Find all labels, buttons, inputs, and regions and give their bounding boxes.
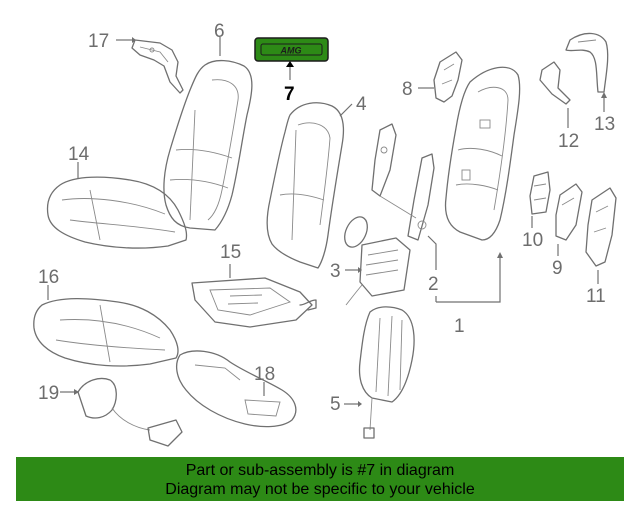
callout-11[interactable]: 11 xyxy=(586,286,606,307)
callout-1[interactable]: 1 xyxy=(454,316,465,337)
part-11-side-panel[interactable] xyxy=(585,187,617,267)
callout-14[interactable]: 14 xyxy=(68,144,90,165)
callout-8[interactable]: 8 xyxy=(402,79,413,100)
part-18-seat-frame-lower[interactable] xyxy=(175,350,297,428)
callout-2[interactable]: 2 xyxy=(428,274,439,295)
part-19-side-trim[interactable] xyxy=(77,377,183,447)
callout-18[interactable]: 18 xyxy=(254,364,275,385)
callout-10[interactable]: 10 xyxy=(522,230,543,251)
part-16-seat-cushion-foam[interactable] xyxy=(33,297,179,367)
part-8-side-bolster[interactable] xyxy=(433,51,463,103)
amg-logo-text: AMG xyxy=(280,46,302,56)
part-4-backrest-panel[interactable] xyxy=(266,102,345,269)
banner-line-1: Part or sub-assembly is #7 in diagram xyxy=(185,462,455,479)
info-banner: Part or sub-assembly is #7 in diagram Di… xyxy=(16,457,624,501)
part-9-switch-cover[interactable] xyxy=(555,183,583,241)
leader-1 xyxy=(436,256,501,303)
part-5-backrest-rear-panel[interactable] xyxy=(358,306,415,439)
leader-arrow-19 xyxy=(74,389,79,395)
leader-arrow-3 xyxy=(358,267,362,273)
part-10-switch-bracket[interactable] xyxy=(529,171,551,215)
leader-4 xyxy=(339,103,353,117)
callout-16[interactable]: 16 xyxy=(38,267,59,288)
callout-9[interactable]: 9 xyxy=(552,258,563,279)
banner-line-2: Diagram may not be specific to your vehi… xyxy=(165,481,475,498)
part-13-rear-cover[interactable] xyxy=(565,32,609,93)
part-17-bracket[interactable] xyxy=(131,39,184,94)
part-6-backrest-cover[interactable] xyxy=(163,59,253,231)
leader-2 xyxy=(427,235,437,270)
part-14-seat-cushion-cover[interactable] xyxy=(46,176,188,249)
callout-7[interactable]: 7 xyxy=(284,84,295,105)
callout-19[interactable]: 19 xyxy=(38,383,59,404)
part-3-lumbar-support[interactable] xyxy=(340,213,411,306)
callout-3[interactable]: 3 xyxy=(330,261,341,282)
leader-arrow-5 xyxy=(358,401,362,407)
callout-4[interactable]: 4 xyxy=(356,94,367,115)
leader-arrow-13 xyxy=(601,92,607,98)
part-7-amg-badge[interactable]: AMG xyxy=(254,37,329,62)
leader-arrow-1 xyxy=(497,252,503,258)
callout-15[interactable]: 15 xyxy=(220,242,241,263)
leader-arrow-17 xyxy=(132,37,136,43)
callout-6[interactable]: 6 xyxy=(214,21,225,42)
part-15-seat-pan[interactable] xyxy=(191,277,317,328)
part-12-headrest-guide[interactable] xyxy=(539,61,571,105)
callout-12[interactable]: 12 xyxy=(558,131,579,152)
callout-5[interactable]: 5 xyxy=(330,394,341,415)
callout-17[interactable]: 17 xyxy=(88,31,109,52)
part-2-recliner[interactable] xyxy=(371,123,435,241)
part-1-backrest-frame[interactable] xyxy=(444,66,521,241)
callout-13[interactable]: 13 xyxy=(594,114,615,135)
leader-arrow-7 xyxy=(286,61,294,67)
seat-parts-diagram: AMG xyxy=(33,21,617,447)
